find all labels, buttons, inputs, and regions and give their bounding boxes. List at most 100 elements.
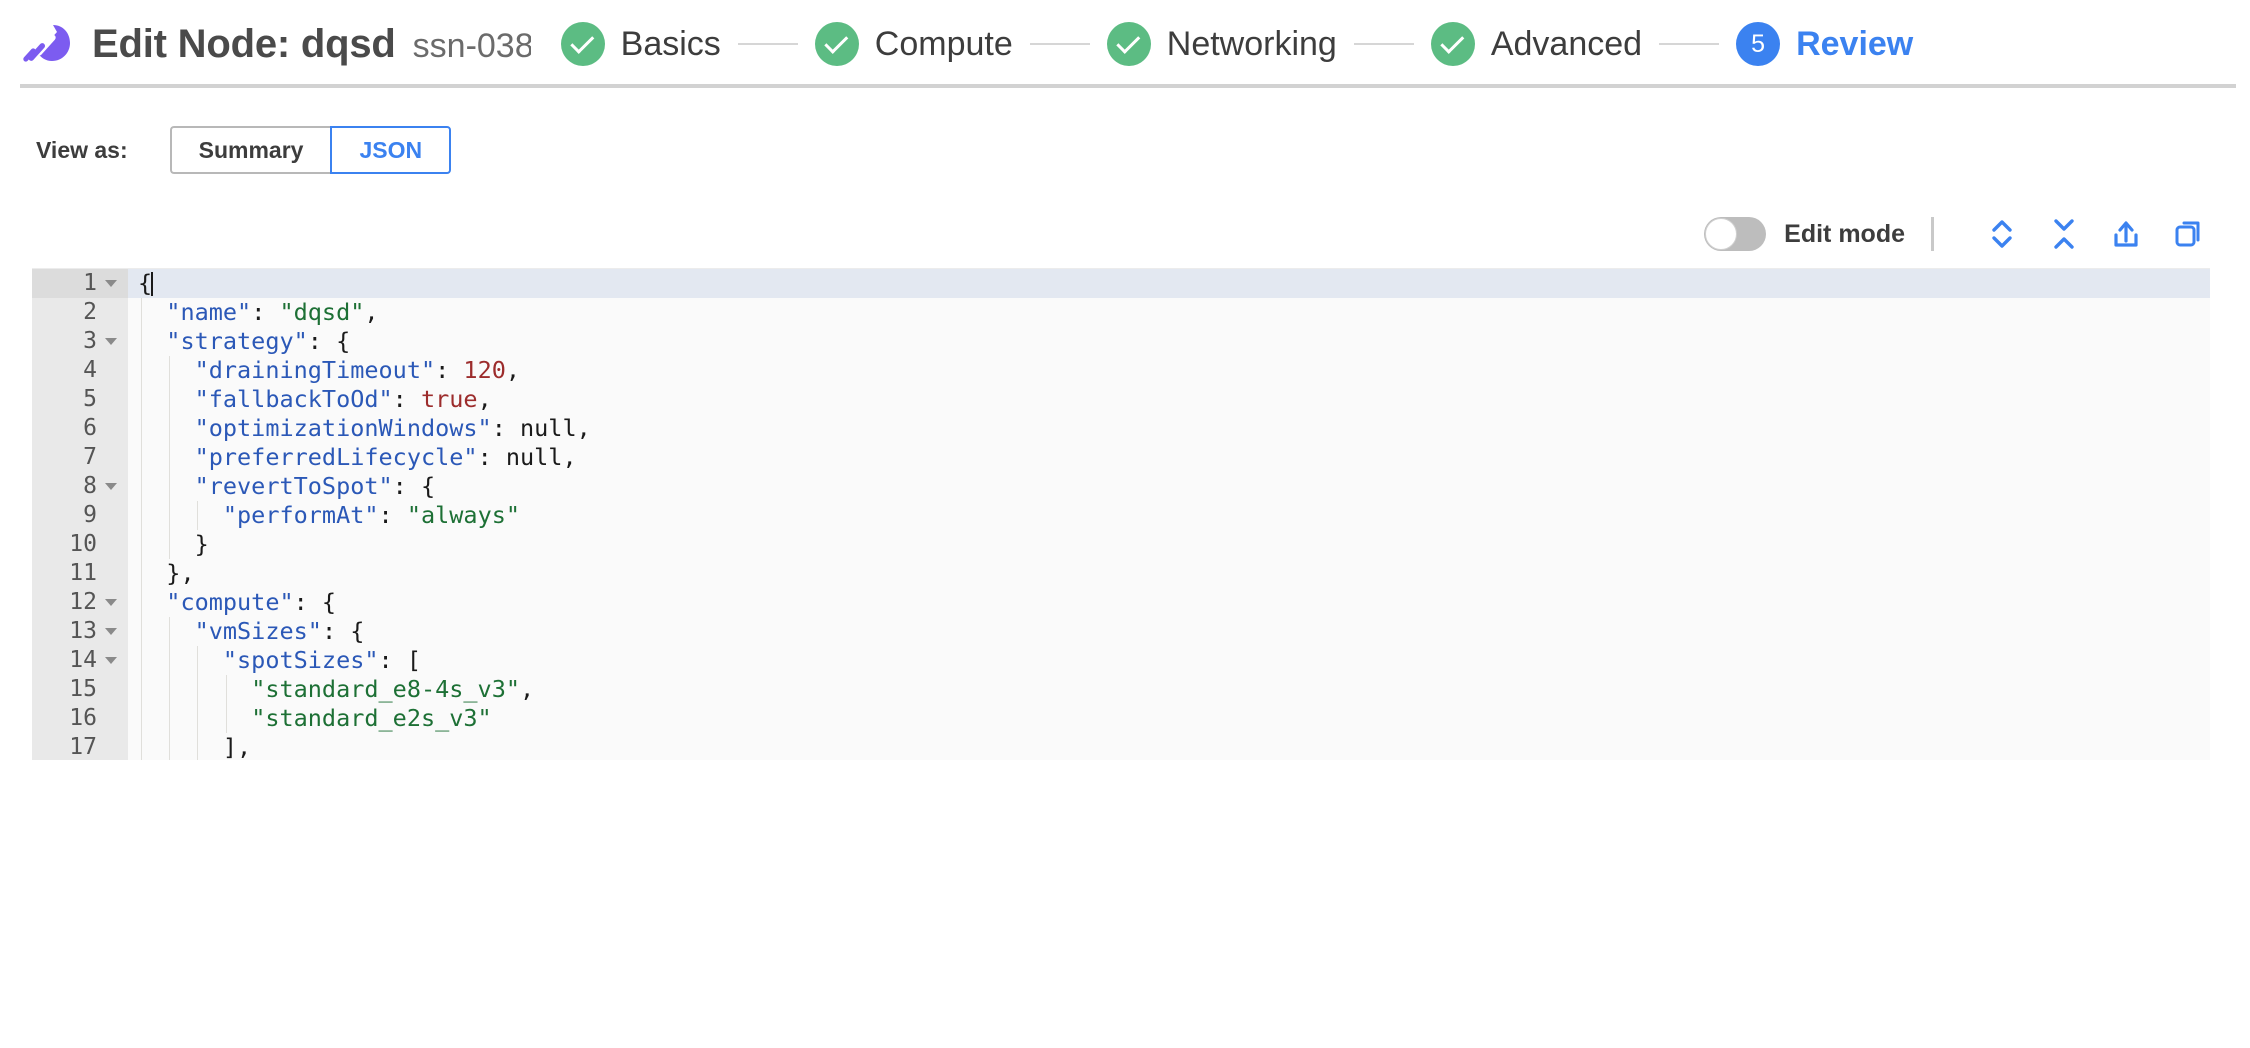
line-number: 4 — [83, 357, 97, 383]
json-token-punct: : — [378, 501, 407, 529]
fold-toggle-icon[interactable] — [102, 657, 120, 664]
view-as-label: View as: — [36, 136, 128, 163]
json-token-str: "standard_e2s_v3" — [251, 704, 492, 732]
json-token-key: "compute" — [166, 588, 294, 616]
collapse-all-icon[interactable] — [2044, 214, 2084, 254]
step-compute[interactable]: Compute — [814, 22, 1013, 66]
code-line[interactable]: "fallbackToOd": true, — [128, 385, 2210, 414]
fold-toggle-icon[interactable] — [102, 338, 120, 345]
wizard-stepper: Basics Compute Networking Advanced 5 Rev… — [560, 22, 2250, 66]
fold-toggle-icon[interactable] — [102, 599, 120, 606]
indent-guide — [197, 501, 199, 530]
indent-guide — [197, 733, 199, 760]
code-line[interactable]: "preferredLifecycle": null, — [128, 443, 2210, 472]
step-review[interactable]: 5 Review — [1736, 22, 1913, 66]
view-as-summary-button[interactable]: Summary — [169, 126, 331, 174]
fold-toggle-icon[interactable] — [102, 628, 120, 635]
step-connector — [1029, 43, 1090, 45]
gutter-line: 10 — [32, 530, 128, 559]
step-basics[interactable]: Basics — [560, 22, 721, 66]
json-token-punct: : { — [293, 588, 337, 616]
code-line[interactable]: "vmSizes": { — [128, 617, 2210, 646]
step-basics-check-icon — [560, 22, 605, 66]
view-as-toggle-group: Summary JSON — [169, 126, 452, 174]
gutter-line: 14 — [32, 646, 128, 675]
indent-guide — [141, 327, 142, 356]
json-token-null: null — [505, 443, 563, 471]
json-token-null: null — [520, 414, 577, 442]
line-number: 5 — [83, 386, 97, 412]
indent-guide — [141, 733, 142, 760]
code-line[interactable]: { — [128, 269, 2210, 298]
indent-guide — [141, 414, 142, 443]
indent-guide — [169, 443, 171, 472]
json-token-punct: : — [477, 443, 506, 471]
gutter-line: 11 — [32, 559, 128, 588]
indent-guide — [169, 675, 171, 704]
code-line[interactable]: "performAt": "always" — [128, 501, 2210, 530]
export-icon[interactable] — [2106, 214, 2146, 254]
step-advanced-check-icon — [1430, 22, 1475, 66]
json-token-punct: : { — [307, 327, 351, 355]
code-line[interactable]: "standard_e2s_v3" — [128, 704, 2210, 733]
indent-guide — [197, 675, 199, 704]
json-token-punct: { — [138, 269, 153, 297]
line-number: 2 — [83, 299, 97, 325]
code-line[interactable]: "spotSizes": [ — [128, 646, 2210, 675]
header-divider — [20, 84, 2236, 88]
indent-guide — [169, 530, 171, 559]
edit-mode-label: Edit mode — [1784, 219, 1905, 248]
code-line[interactable]: ], — [128, 733, 2210, 760]
indent-guide — [141, 385, 142, 414]
json-token-str: "dqsd" — [279, 298, 365, 326]
json-token-punct: : { — [392, 472, 436, 500]
code-line[interactable]: "compute": { — [128, 588, 2210, 617]
json-token-key: "fallbackToOd" — [194, 385, 393, 413]
gutter-line: 7 — [32, 443, 128, 472]
fold-toggle-icon[interactable] — [102, 483, 120, 490]
view-as-row: View as: Summary JSON — [0, 88, 2250, 174]
copy-icon[interactable] — [2168, 214, 2208, 254]
indent-guide — [169, 414, 171, 443]
gutter-line: 8 — [32, 472, 128, 501]
json-token-punct: , — [364, 298, 379, 326]
view-as-json-button[interactable]: JSON — [330, 126, 452, 174]
step-advanced[interactable]: Advanced — [1430, 22, 1642, 66]
gutter-line: 15 — [32, 675, 128, 704]
json-token-punct: , — [562, 443, 577, 471]
indent-guide — [169, 385, 171, 414]
line-number: 17 — [69, 734, 97, 760]
code-line[interactable]: "name": "dqsd", — [128, 298, 2210, 327]
code-line[interactable]: "drainingTimeout": 120, — [128, 356, 2210, 385]
gutter-line: 17 — [32, 733, 128, 760]
code-line[interactable]: } — [128, 530, 2210, 559]
indent-guide — [141, 298, 142, 327]
editor-code-area[interactable]: { "name": "dqsd", "strategy": { "drainin… — [128, 269, 2210, 760]
code-line[interactable]: }, — [128, 559, 2210, 588]
code-line[interactable]: "revertToSpot": { — [128, 472, 2210, 501]
indent-guide — [169, 617, 171, 646]
gutter-line: 3 — [32, 327, 128, 356]
json-token-key: "vmSizes" — [194, 617, 322, 645]
code-line[interactable]: "optimizationWindows": null, — [128, 414, 2210, 443]
spot-rocket-logo-icon — [22, 18, 74, 70]
expand-all-icon[interactable] — [1982, 214, 2022, 254]
code-line[interactable]: "standard_e8-4s_v3", — [128, 675, 2210, 704]
node-title-text: Edit Node: dqsd — [92, 21, 396, 66]
step-connector — [1353, 43, 1414, 45]
json-token-punct: , — [520, 675, 535, 703]
fold-toggle-icon[interactable] — [102, 280, 120, 287]
json-token-punct: : — [251, 298, 280, 326]
json-token-punct: : — [491, 414, 521, 442]
json-token-punct: , — [477, 385, 492, 413]
page-title: Edit Node: dqsd ssn-038 — [92, 22, 531, 67]
step-networking[interactable]: Networking — [1106, 22, 1337, 66]
edit-mode-toggle[interactable] — [1704, 217, 1767, 251]
json-token-key: "spotSizes" — [222, 646, 379, 674]
toolbar-divider — [1931, 217, 1934, 251]
json-token-punct: ], — [222, 733, 252, 760]
json-token-num: 120 — [463, 356, 506, 384]
indent-guide — [141, 646, 142, 675]
code-line[interactable]: "strategy": { — [128, 327, 2210, 356]
